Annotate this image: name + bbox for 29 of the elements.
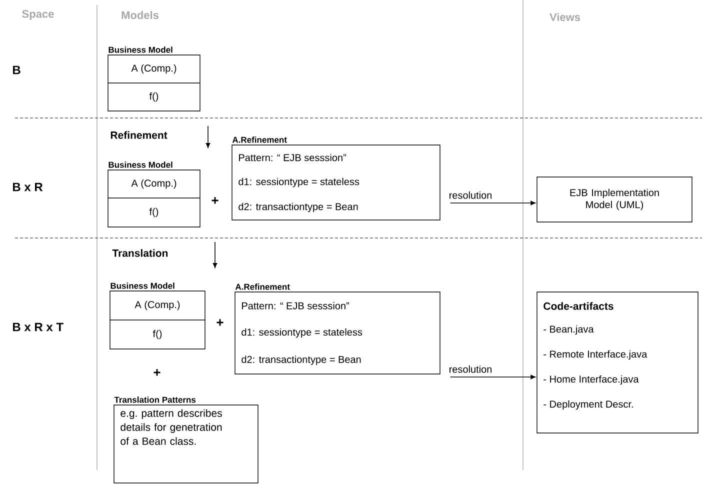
space-label: B x R [13,182,43,192]
box-heading: Business Model [108,162,172,168]
plus-sign: + [216,319,224,326]
step-label: Refinement [110,131,168,139]
column-heading: Space [22,10,54,20]
column-heading: Models [122,10,158,20]
artifact-box: Code-artifacts - Bean.java - Remote Interface.java - Home Interface.java - Deployment Descr. [536,292,698,434]
box-heading: A.Refinement [235,284,290,290]
plus-sign: + [154,369,160,376]
class-box: A (Comp.) f() [110,290,206,350]
space-label: B x R x T [13,322,64,332]
box-heading: Translation Patterns [114,396,196,403]
space-label: B [13,66,20,74]
edge-label: resolution [449,191,492,199]
column-heading: Views [550,12,580,22]
arrow [450,374,536,380]
box-heading: A.Refinement [232,136,287,143]
box-heading: Business Model [108,46,172,53]
plus-sign: + [212,197,218,204]
model-box: EJB Implementation Model (UML) [536,176,692,222]
pattern-box: e.g. pattern describes details for genetration of a Bean class. [114,404,258,484]
arrow [450,200,536,206]
refinement-box: Pattern: “ EJB sesssion” d1: sessiontype = stateless d2: transactiontype = Bean [232,144,440,220]
edge-label: resolution [449,365,492,373]
refinement-box: Pattern: “ EJB sesssion” d1: sessiontype = stateless d2: transactiontype = Bean [234,292,440,374]
class-box: A (Comp.) f() [108,54,200,112]
step-label: Translation [112,249,168,257]
class-box: A (Comp.) f() [108,170,200,228]
box-heading: Business Model [110,282,174,289]
